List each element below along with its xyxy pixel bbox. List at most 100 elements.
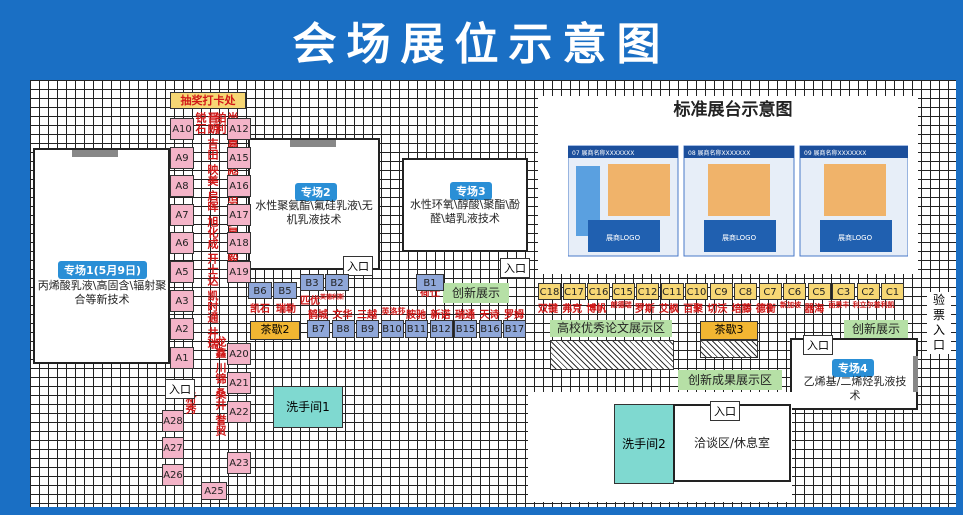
booth-3-sign: 09 展商名称XXXXXXX — [804, 149, 866, 157]
booth-a2[interactable]: A2 — [170, 318, 194, 341]
ticket-entrance[interactable]: 验票入口 — [927, 292, 951, 354]
booth-b10[interactable]: B10 — [380, 320, 404, 338]
exhibitor-name: 井瑞 — [206, 327, 219, 349]
exhibitor-b-row: 瑞通 — [455, 310, 475, 321]
booth-b8[interactable]: B8 — [331, 320, 355, 338]
booth-b3[interactable]: B3 — [300, 274, 324, 291]
booth-c12[interactable]: C12 — [636, 283, 659, 300]
entry-hall-2[interactable]: 入口 — [343, 256, 373, 276]
hall-1-badge: 专场1(5月9日) — [58, 261, 148, 279]
thesis-area[interactable]: 高校优秀论文展示区 — [550, 320, 672, 337]
standard-booth-illustration: 07 展商名称XXXXXXX 08 展商名称XXXXXXX 09 展商名称XXX… — [568, 145, 908, 257]
booth-c15[interactable]: C15 — [611, 283, 635, 300]
exhibitor-c-row: 百聚 — [683, 304, 704, 315]
booth-a7[interactable]: A7 — [170, 203, 194, 226]
booth-a17[interactable]: A17 — [227, 203, 251, 226]
innovation-area-1[interactable]: 创新展示 — [443, 283, 509, 303]
booth-b17[interactable]: B17 — [503, 320, 526, 338]
exhibitor-c-row: 培藤 — [731, 304, 752, 315]
booth-a12[interactable]: A12 — [227, 118, 251, 140]
hall-2-screen — [290, 140, 336, 147]
results-area[interactable]: 创新成果展示区 — [678, 370, 782, 390]
booth-1-logo: 展商LOGO — [606, 233, 641, 242]
hall-1-tech: 丙烯酸乳液\高固含\辐射聚合等新技术 — [37, 279, 167, 306]
booth-a22[interactable]: A22 — [227, 401, 251, 423]
booth-b2[interactable]: B2 — [325, 274, 349, 291]
booth-a20[interactable]: A20 — [227, 343, 251, 365]
booth-b12[interactable]: B12 — [429, 320, 453, 338]
booth-a25[interactable]: A25 — [201, 482, 227, 500]
booth-a15[interactable]: A15 — [227, 146, 251, 169]
booth-a1[interactable]: A1 — [170, 346, 194, 369]
booth-a18[interactable]: A18 — [227, 232, 251, 255]
booth-b1[interactable]: B1 — [416, 274, 444, 291]
booth-c17[interactable]: C17 — [562, 283, 586, 300]
exhibitor-b-row: 罗姆 — [504, 310, 524, 321]
booth-a5[interactable]: A5 — [170, 261, 194, 283]
booth-a27[interactable]: A27 — [162, 437, 184, 459]
booth-c1[interactable]: C1 — [881, 283, 904, 300]
booth-b6[interactable]: B6 — [248, 282, 272, 299]
exhibitor-b6: 凯石 — [250, 304, 270, 315]
restroom-1[interactable]: 洗手间1 — [273, 386, 343, 428]
booth-a3[interactable]: A3 — [170, 289, 194, 312]
booth-b9[interactable]: B9 — [356, 320, 379, 338]
exhibitor-b3-small: 英德利斯 — [320, 294, 345, 301]
exhibitor-b-row: 新诺 — [430, 310, 451, 321]
booth-a28[interactable]: A28 — [162, 410, 184, 432]
entry-lounge[interactable]: 入口 — [710, 401, 740, 421]
hall-3-tech: 水性环氧\醇酸\聚酯\酚醛\蜡乳液技术 — [409, 198, 521, 225]
exhibitor-name: 启晖 — [206, 190, 219, 212]
booth-b16[interactable]: B16 — [478, 320, 502, 338]
entry-hall-4[interactable]: 入口 — [803, 335, 833, 355]
booth-a21[interactable]: A21 — [227, 372, 251, 394]
booth-a9[interactable]: A9 — [170, 146, 194, 169]
booth-a6[interactable]: A6 — [170, 232, 194, 255]
exhibitor-c-row: 朗德瑞 — [610, 301, 632, 309]
booth-3-logo: 展商LOGO — [838, 233, 873, 242]
hall-4-tech: 乙烯基/二烯烃乳液技术 — [803, 375, 907, 402]
exhibitor-name: 铂利 — [214, 112, 227, 134]
booth-c11[interactable]: C11 — [660, 283, 684, 300]
booth-c5[interactable]: C5 — [807, 283, 831, 300]
booth-a10[interactable]: A10 — [170, 118, 194, 140]
booth-a23[interactable]: A23 — [227, 452, 251, 474]
exhibitor-c-row: 艾枫 — [659, 304, 679, 315]
booth-a8[interactable]: A8 — [170, 175, 194, 198]
exhibitor-name: 川锦 — [214, 362, 227, 384]
booth-a19[interactable]: A19 — [227, 261, 251, 283]
exhibitor-name: 晋朗 — [206, 112, 219, 134]
entry-left[interactable]: 入口 — [165, 379, 195, 399]
booth-c3[interactable]: C3 — [832, 283, 855, 300]
booth-b15[interactable]: B15 — [454, 320, 477, 338]
checkin-booth[interactable]: 抽奖打卡处 — [170, 92, 246, 109]
booth-a26[interactable]: A26 — [162, 464, 184, 486]
hall-2[interactable] — [248, 138, 380, 270]
booth-c7[interactable]: C7 — [758, 283, 782, 300]
hall-1[interactable] — [33, 148, 170, 364]
booth-c10[interactable]: C10 — [685, 283, 708, 300]
booth-c9[interactable]: C9 — [709, 283, 733, 300]
booth-c6[interactable]: C6 — [783, 283, 806, 300]
tea-break-2[interactable]: 茶歇2 — [250, 321, 300, 340]
booth-c18[interactable]: C18 — [538, 283, 561, 300]
exhibitor-c-row: 博帆 — [586, 304, 607, 315]
exhibitor-name: 誉贸 — [214, 414, 227, 436]
hall-3[interactable] — [402, 158, 528, 252]
booth-c8[interactable]: C8 — [734, 283, 757, 300]
exhibitor-b3: 匹优 — [300, 296, 320, 307]
restroom-2[interactable]: 洗手间2 — [614, 404, 674, 484]
exhibitor-b-row: 英洛莎 — [381, 307, 406, 316]
booth-a16[interactable]: A16 — [227, 175, 251, 198]
booth-b5[interactable]: B5 — [273, 282, 297, 299]
booth-b7[interactable]: B7 — [307, 320, 330, 338]
exhibitor-c-row: 德衡 — [755, 304, 776, 315]
entry-hall-3[interactable]: 入口 — [500, 258, 530, 278]
tea-break-3[interactable]: 茶歇3 — [700, 321, 758, 340]
booth-c16[interactable]: C16 — [587, 283, 610, 300]
booth-c2[interactable]: C2 — [856, 283, 880, 300]
exhibitor-c-row: 利立尔普利凯 — [852, 301, 895, 309]
innovation-area-2[interactable]: 创新展示 — [844, 320, 908, 338]
booth-b11[interactable]: B11 — [405, 320, 428, 338]
